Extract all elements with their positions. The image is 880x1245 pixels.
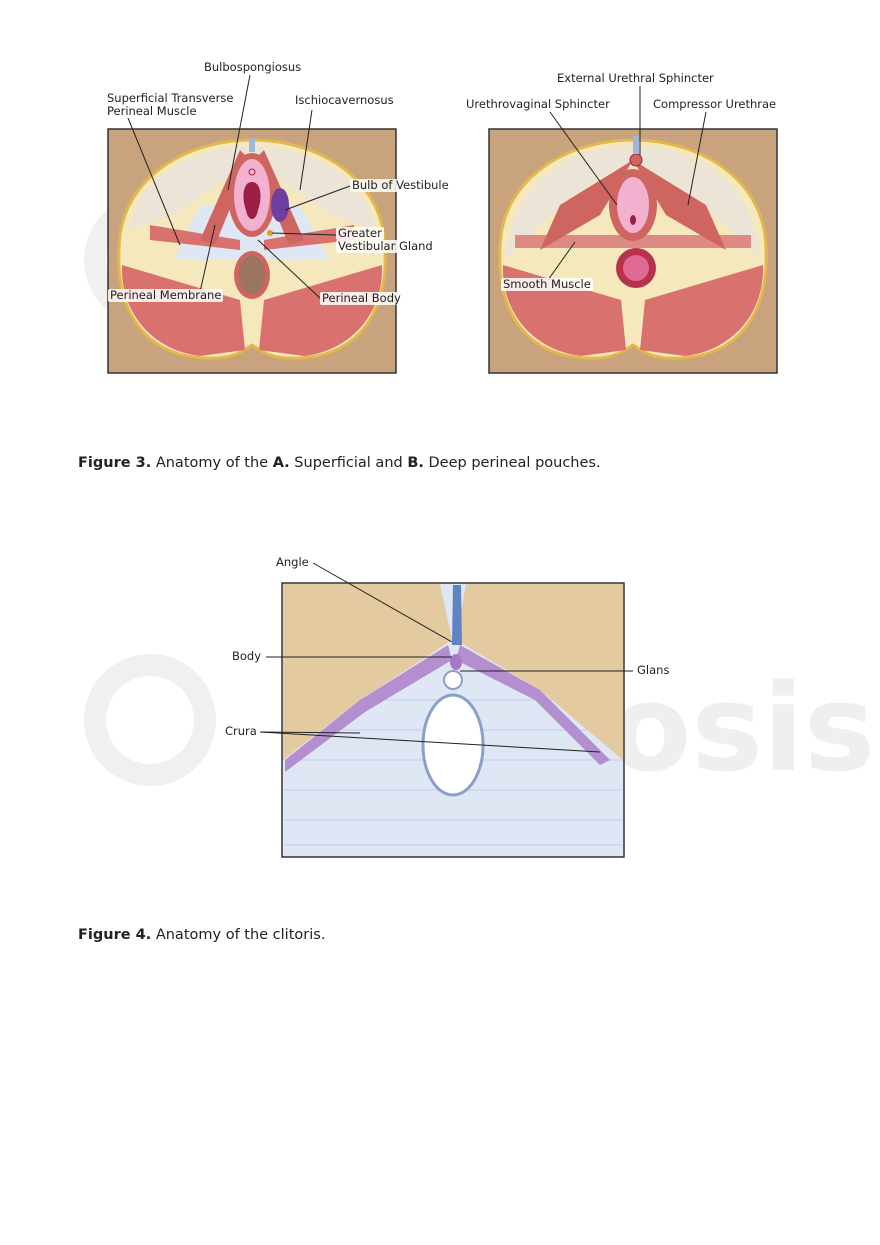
figure-3b-leader-lines bbox=[547, 86, 707, 281]
caption-panel-a: A. bbox=[272, 455, 290, 471]
label-ischiocavernosus: Ischiocavernosus bbox=[293, 93, 396, 107]
label-external-urethral-sphincter: External Urethral Sphincter bbox=[555, 71, 716, 85]
caption-text: Superficial and bbox=[289, 455, 408, 471]
label-angle: Angle bbox=[274, 555, 311, 569]
caption-panel-b: B. bbox=[407, 455, 424, 471]
label-superficial-transverse-line2: Perineal Muscle bbox=[105, 104, 199, 118]
label-body: Body bbox=[230, 649, 264, 663]
caption-text: Deep perineal pouches. bbox=[423, 455, 601, 471]
label-perineal-body: Perineal Body bbox=[320, 291, 403, 305]
figure-4-leader-lines bbox=[259, 562, 633, 753]
figure-3b-illustration bbox=[488, 128, 778, 374]
caption-text: Anatomy of the bbox=[151, 455, 273, 471]
label-perineal-membrane: Perineal Membrane bbox=[108, 288, 224, 302]
label-urethrovaginal-sphincter: Urethrovaginal Sphincter bbox=[464, 97, 612, 111]
figure-4-illustration bbox=[281, 582, 625, 858]
figure-3a-leader-lines bbox=[127, 74, 351, 301]
label-compressor-urethrae: Compressor Urethrae bbox=[651, 97, 779, 111]
label-glans: Glans bbox=[635, 663, 672, 677]
label-crura: Crura bbox=[223, 724, 259, 738]
label-greater-vestibular-line1: Greater bbox=[336, 226, 384, 240]
label-bulbospongiosus: Bulbospongiosus bbox=[202, 60, 304, 74]
figure-3-caption: Figure 3. Anatomy of the A. Superficial … bbox=[78, 455, 601, 471]
label-bulb-of-vestibule: Bulb of Vestibule bbox=[350, 178, 451, 192]
figure-3a-illustration bbox=[107, 128, 397, 374]
caption-text: Anatomy of the clitoris. bbox=[151, 927, 326, 943]
caption-label: Figure 4. bbox=[78, 927, 152, 943]
caption-label: Figure 3. bbox=[78, 455, 152, 471]
label-smooth-muscle: Smooth Muscle bbox=[501, 277, 593, 291]
label-superficial-transverse-line1: Superficial Transverse bbox=[105, 91, 236, 105]
label-greater-vestibular-line2: Vestibular Gland bbox=[336, 239, 435, 253]
figure-4-caption: Figure 4. Anatomy of the clitoris. bbox=[78, 927, 325, 943]
